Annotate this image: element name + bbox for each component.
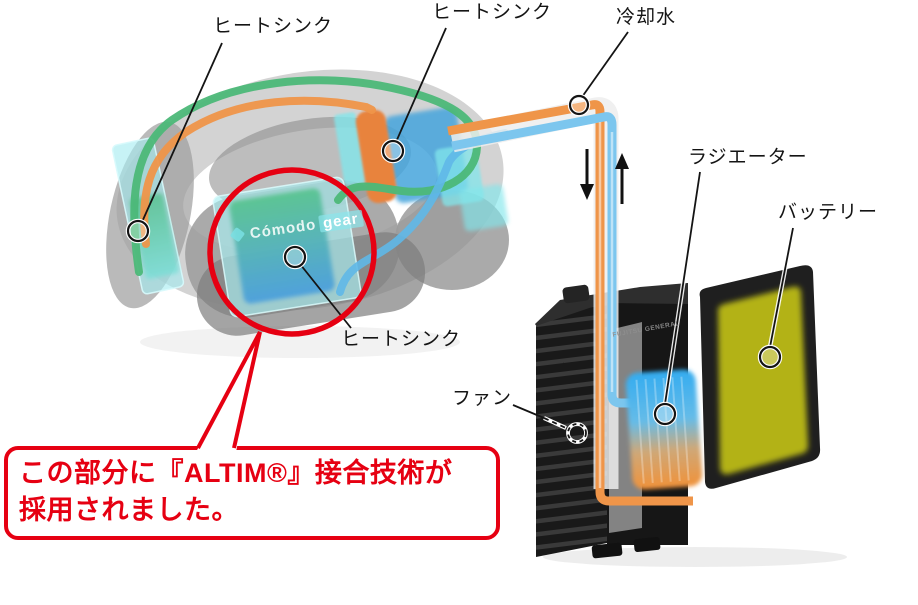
label-fan: ファン: [452, 388, 513, 409]
leader-radiator: [664, 171, 701, 405]
heatsink-module-right: [334, 107, 509, 232]
marker-heatsink-right: [381, 139, 405, 163]
label-heatsink-front: ヒートシンク: [341, 329, 462, 350]
heatsink-core-front: [229, 188, 335, 304]
callout-tail: [196, 331, 262, 452]
leader-fan-solid: [512, 404, 545, 419]
label-radiator: ラジエーター: [688, 147, 808, 168]
leader-battery: [769, 227, 794, 348]
callout-line-2: 採用されました。: [19, 495, 239, 525]
label-coolant-water: 冷却水: [616, 7, 677, 28]
marker-fan: [567, 423, 587, 443]
label-heatsink-left: ヒートシンク: [213, 16, 334, 37]
cooling-unit-graphic: [535, 265, 847, 567]
heatsink-fins-right-c: [459, 184, 509, 232]
emphasis-circle: [207, 167, 377, 337]
altim-callout-box: この部分に『ALTIM®』接合技術が 採用されました。: [4, 446, 500, 540]
external-tubing: [447, 97, 693, 506]
up-arrow-icon: [615, 153, 629, 204]
annotations: [125, 27, 796, 444]
leader-heatsink-left: [141, 42, 223, 223]
marker-battery: [758, 345, 782, 369]
logo-diamond-icon: [229, 226, 246, 243]
marker-heatsink-left: [126, 219, 150, 243]
marker-radiator: [653, 402, 677, 426]
unit-foot-right: [633, 536, 661, 553]
coolant-loop-tube-green: [130, 76, 482, 276]
unit-foot-left: [591, 542, 623, 559]
label-heatsink-right: ヒートシンク: [432, 2, 553, 23]
unit-top-knob: [562, 284, 590, 304]
leader-fan-dashed: [543, 417, 567, 429]
marker-heatsink-front: [283, 245, 307, 269]
marker-circles: [125, 93, 783, 444]
leader-heatsink-right: [395, 27, 447, 143]
flow-direction-arrows: [580, 149, 629, 204]
unit-shadow: [543, 547, 847, 567]
marker-coolant: [568, 94, 590, 116]
fan-unit-finned-box: [536, 302, 607, 557]
hot-tube-in-band: [140, 96, 376, 248]
down-arrow-icon: [580, 149, 594, 200]
radiator-graphic: [625, 369, 703, 490]
tec-hot-side: [355, 109, 397, 204]
callout-line-1: この部分に『ALTIM®』接合技術が: [19, 458, 453, 488]
label-battery: バッテリー: [778, 202, 879, 223]
unit-top-lid: [535, 283, 688, 327]
battery-cell-graphic: [717, 286, 809, 475]
leader-coolant: [581, 31, 629, 98]
neckband-device-graphic: [106, 69, 509, 358]
neckband-shadow: [140, 326, 460, 358]
